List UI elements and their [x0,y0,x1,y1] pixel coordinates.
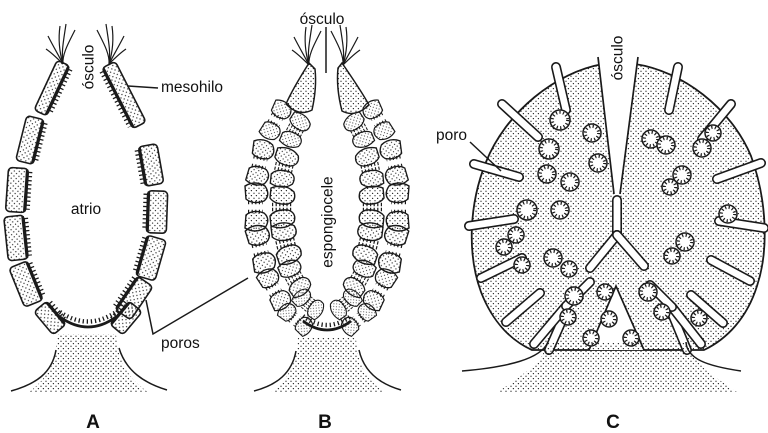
substrate [270,337,385,393]
choanocyte-chamber [564,286,584,306]
choanocyte-chamber [507,226,525,244]
choanocyte-chamber [656,135,676,155]
label-osculo-b: ósculo [300,11,345,28]
choanocyte-chamber [692,138,712,158]
choanocyte-chamber [559,308,577,326]
wall-block [9,261,46,307]
spicule-tuft [96,23,127,65]
pointer-lines [127,27,502,336]
pointer-line [469,141,502,172]
sponge-b-syconoid [244,24,410,393]
pointer-line [127,85,159,89]
spicule-tuft [330,24,361,66]
radial-canal-unit [329,288,378,337]
choanocyte-chamber [600,310,618,328]
wall-block [34,300,68,335]
sponge-a-asconoid [3,23,169,393]
wall-block [134,143,164,187]
radial-canal-unit [352,222,410,274]
wall-block [34,60,73,116]
choanocyte-chamber [560,172,580,192]
label-espongiocele: espongiocele [319,176,336,267]
choanocyte-chamber [704,124,722,142]
label-osculo-a: ósculo [80,45,97,90]
choanocyte-chamber [560,260,578,278]
radial-canal-unit [244,139,300,188]
choanocyte-chamber [690,309,708,327]
choanocyte-chamber [653,303,671,321]
choanocyte-chamber [675,232,695,252]
wall-block [3,214,33,262]
label-atrio: atrio [71,201,101,218]
label-mesohilo: mesohilo [161,79,223,96]
wall-block [108,300,142,335]
label-poros: poros [161,335,200,352]
choanocyte-chamber [582,123,602,143]
choanocyte-chamber [537,164,557,184]
spicule-tuft [45,23,76,65]
choanocyte-chamber [550,200,570,220]
choanocyte-chamber [672,165,692,185]
choanocyte-chamber [538,138,560,160]
panel-letter-a: A [86,412,100,433]
choanocyte-chamber [516,199,538,221]
choanocyte-chamber [596,283,614,301]
choanocyte-chamber [718,204,738,224]
wall-block [15,115,48,165]
choanocyte-chamber [638,282,658,302]
substrate [498,343,737,392]
choanocyte-chamber [663,247,681,265]
choanocyte-chamber [549,109,571,131]
label-poro: poro [436,127,467,144]
choanocyte-chamber [543,248,563,268]
panel-letter-c: C [606,412,620,433]
wall-block [142,190,169,234]
radial-canal-unit [354,139,410,188]
choanocyte-chamber [513,256,531,274]
panel-letter-b: B [318,412,332,433]
sponge-c-leuconoid [461,56,768,392]
wall-block [4,166,33,214]
spicule-tuft [291,24,322,66]
wall-block [99,61,146,129]
choanocyte-chamber [495,238,513,256]
pointer-line [145,277,249,336]
radial-canal-unit [276,288,325,337]
label-osculo-c: ósculo [609,36,626,81]
wall-block [132,235,167,281]
choanocyte-chamber [588,153,608,173]
radial-canal-unit [244,222,302,274]
substrate [28,334,149,393]
choanocyte-chamber [661,178,679,196]
